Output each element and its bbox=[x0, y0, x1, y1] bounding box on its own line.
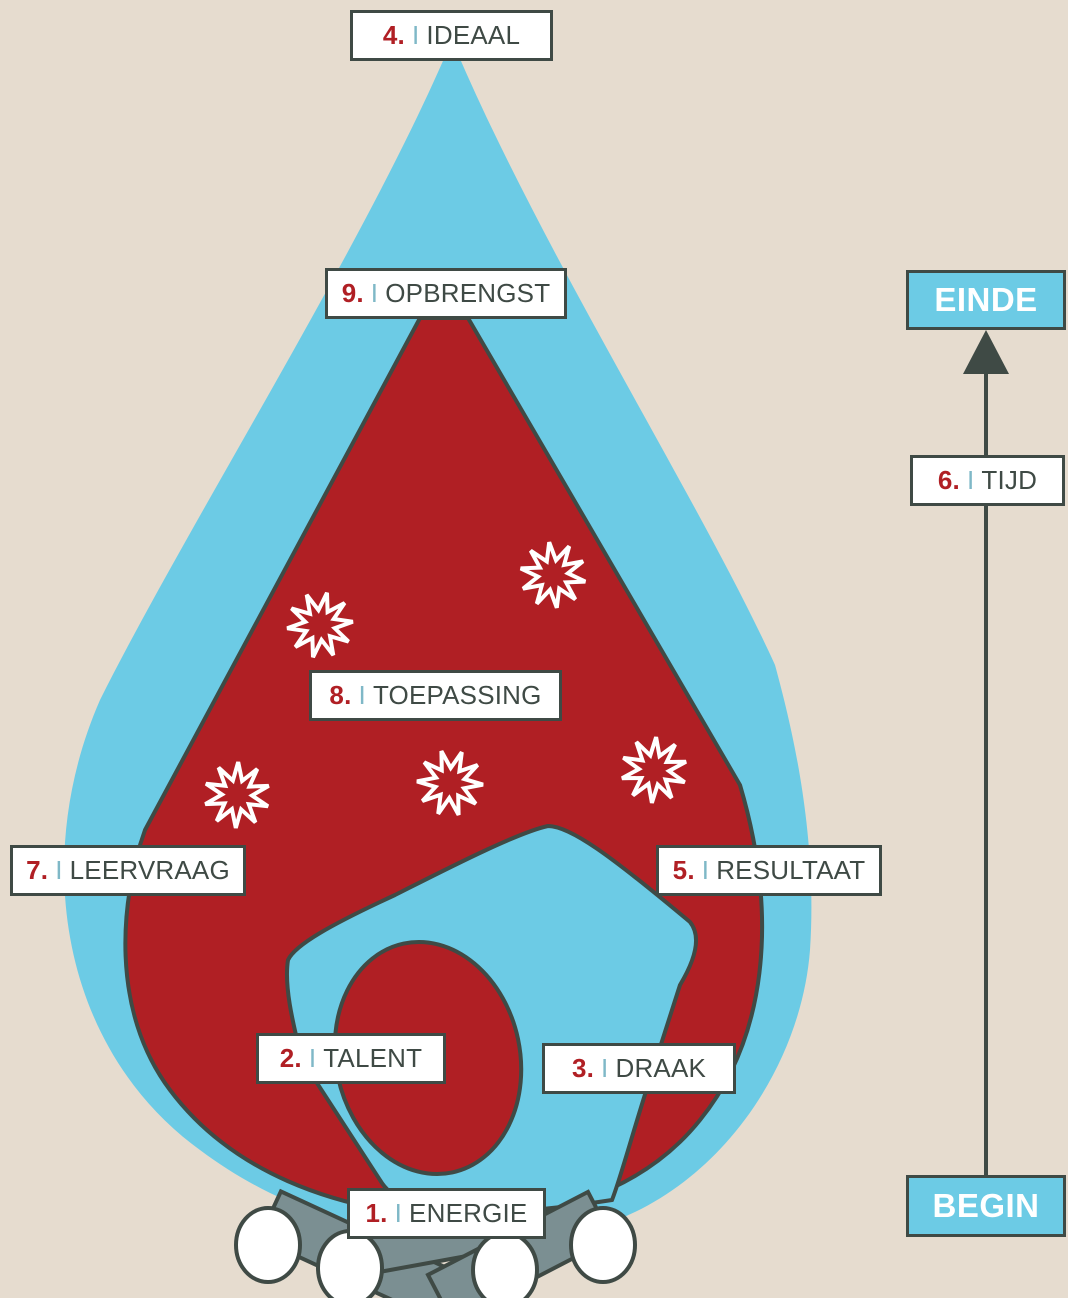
label-leervraag: 7.I LEERVRAAG bbox=[10, 845, 246, 896]
label-number: 1. bbox=[366, 1198, 388, 1229]
label-separator: I bbox=[601, 1053, 608, 1084]
timeline-begin-label: BEGIN bbox=[906, 1175, 1066, 1237]
label-number: 3. bbox=[572, 1053, 594, 1084]
timeline-end-label: EINDE bbox=[906, 270, 1066, 330]
label-number: 7. bbox=[26, 855, 48, 886]
label-text: RESULTAAT bbox=[716, 855, 865, 886]
label-separator: I bbox=[55, 855, 62, 886]
log-end-icon bbox=[236, 1208, 300, 1282]
arrow-up-icon bbox=[963, 330, 1009, 374]
label-number: 5. bbox=[673, 855, 695, 886]
label-text: IDEAAL bbox=[426, 20, 520, 51]
label-text: DRAAK bbox=[615, 1053, 706, 1084]
label-number: 9. bbox=[342, 278, 364, 309]
label-separator: I bbox=[309, 1043, 316, 1074]
label-separator: I bbox=[371, 278, 378, 309]
label-separator: I bbox=[412, 20, 419, 51]
log-end-icon bbox=[571, 1208, 635, 1282]
label-text: ENERGIE bbox=[409, 1198, 527, 1229]
label-number: 4. bbox=[383, 20, 405, 51]
label-text: TIJD bbox=[981, 465, 1037, 496]
label-text: TOEPASSING bbox=[373, 680, 542, 711]
label-separator: I bbox=[359, 680, 366, 711]
label-number: 2. bbox=[280, 1043, 302, 1074]
log-end-icon bbox=[318, 1231, 382, 1298]
label-number: 8. bbox=[329, 680, 351, 711]
log-end-icon bbox=[473, 1233, 537, 1298]
label-number: 6. bbox=[938, 465, 960, 496]
label-separator: I bbox=[395, 1198, 402, 1229]
label-text: TALENT bbox=[323, 1043, 422, 1074]
label-separator: I bbox=[967, 465, 974, 496]
label-text: OPBRENGST bbox=[385, 278, 550, 309]
label-separator: I bbox=[702, 855, 709, 886]
label-text: LEERVRAAG bbox=[70, 855, 230, 886]
